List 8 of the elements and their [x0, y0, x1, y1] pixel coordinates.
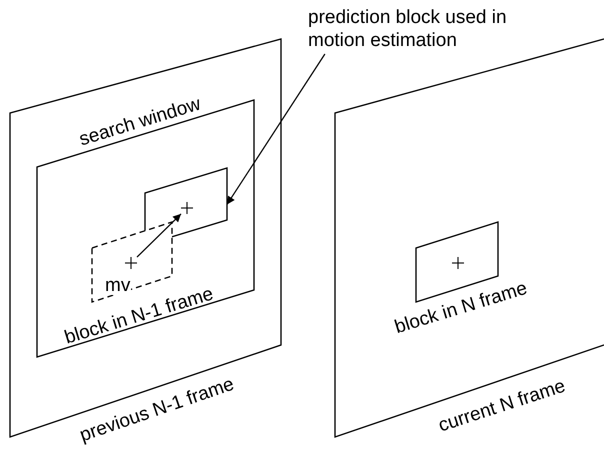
callout-text: prediction block used in motion estimation — [308, 6, 508, 52]
motion-vector-arrow — [136, 213, 182, 258]
block-label: block in N frame — [392, 278, 530, 338]
cross-mark — [181, 202, 193, 214]
frame-label: current N frame — [436, 376, 568, 436]
window-label: search window — [77, 94, 203, 150]
leader-arrow — [226, 54, 326, 205]
cross-mark — [125, 257, 137, 269]
